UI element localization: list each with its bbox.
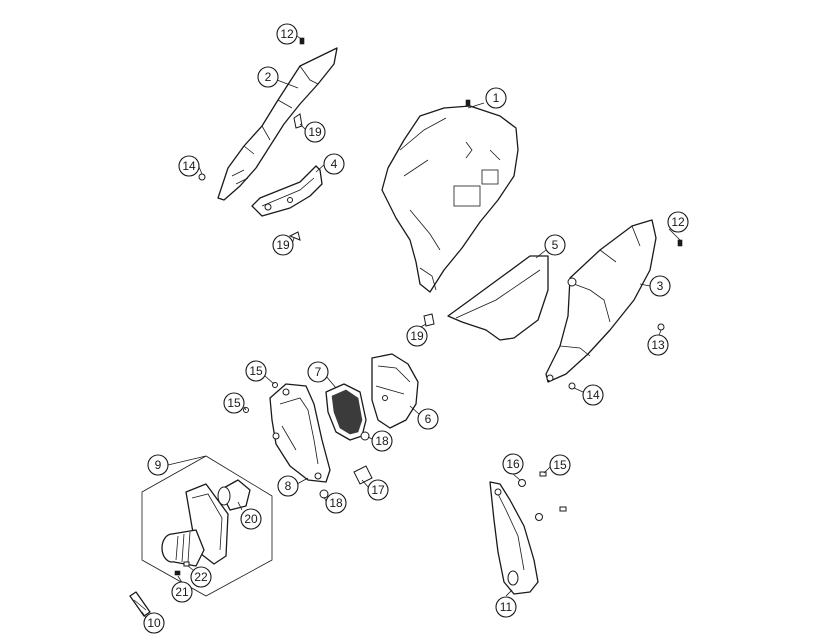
callout-label: 1 xyxy=(493,91,500,105)
callout-label: 9 xyxy=(155,458,162,472)
part-4-left-bracket-panel xyxy=(251,165,323,217)
callout-label: 8 xyxy=(285,479,292,493)
callout: 14 xyxy=(582,384,604,406)
callout: 16 xyxy=(502,453,524,475)
callout: 4 xyxy=(323,153,345,175)
callout: 18 xyxy=(325,492,347,514)
part-5-middle-side-panel xyxy=(447,255,549,341)
callout-label: 18 xyxy=(375,434,389,448)
callout: 18 xyxy=(371,430,393,452)
callout-label: 15 xyxy=(227,396,241,410)
callout: 3 xyxy=(649,275,671,297)
hardware-items xyxy=(174,37,683,576)
callout: 19 xyxy=(406,325,428,347)
callout-label: 19 xyxy=(410,329,424,343)
callout: 21 xyxy=(171,581,193,603)
callout: 19 xyxy=(304,121,326,143)
callout: 10 xyxy=(143,612,165,634)
callout: 11 xyxy=(495,596,517,618)
callout-label: 6 xyxy=(425,412,432,426)
callout: 12 xyxy=(276,23,298,45)
callout-label: 14 xyxy=(182,159,196,173)
callout-label: 22 xyxy=(194,570,208,584)
callout: 6 xyxy=(417,408,439,430)
callout-label: 19 xyxy=(276,238,290,252)
callout-label: 20 xyxy=(244,512,258,526)
callout: 2 xyxy=(257,66,279,88)
callout-label: 2 xyxy=(265,70,272,84)
part-9-intake-boot-assembly xyxy=(141,455,273,597)
part-2-left-side-panel xyxy=(217,47,338,201)
callout: 5 xyxy=(544,234,566,256)
part-7-air-filter xyxy=(325,383,367,441)
callout-label: 15 xyxy=(553,458,567,472)
callout: 14 xyxy=(178,155,200,177)
callout: 7 xyxy=(307,361,329,383)
part-8-airbox-frame xyxy=(269,383,331,483)
callout-label: 11 xyxy=(500,600,513,614)
callout: 15 xyxy=(223,392,245,414)
callout: 9 xyxy=(147,454,169,476)
callout: 12 xyxy=(667,211,689,233)
callout: 20 xyxy=(240,508,262,530)
callout-label: 12 xyxy=(671,215,685,229)
callout-label: 5 xyxy=(552,238,559,252)
part-3-right-side-panel xyxy=(545,219,657,383)
part-11-lower-trim xyxy=(489,481,539,595)
callout-label: 3 xyxy=(657,279,664,293)
part-6-filter-cover xyxy=(371,353,419,429)
callout: 8 xyxy=(277,475,299,497)
part-1-central-frame-cover xyxy=(381,99,519,293)
callout-label: 15 xyxy=(249,364,263,378)
callout: 1 xyxy=(485,87,507,109)
callout-label: 4 xyxy=(331,157,338,171)
part-20-intake-sleeve xyxy=(217,479,251,511)
callout: 17 xyxy=(367,479,389,501)
callout-label: 16 xyxy=(506,457,520,471)
callout-label: 19 xyxy=(308,125,322,139)
callout: 15 xyxy=(549,454,571,476)
callout-label: 14 xyxy=(586,388,600,402)
callout-label: 10 xyxy=(147,616,161,630)
callout-label: 21 xyxy=(175,585,189,599)
callout-label: 17 xyxy=(371,483,385,497)
callout-label: 13 xyxy=(651,338,665,352)
callout-label: 7 xyxy=(315,365,322,379)
callout: 19 xyxy=(272,234,294,256)
part-10-hose-clamp xyxy=(129,591,151,617)
leader-lines xyxy=(141,34,681,619)
callout-label: 12 xyxy=(280,27,294,41)
callout: 22 xyxy=(190,566,212,588)
callout-label: 18 xyxy=(329,496,343,510)
callout: 13 xyxy=(647,334,669,356)
callout: 15 xyxy=(245,360,267,382)
